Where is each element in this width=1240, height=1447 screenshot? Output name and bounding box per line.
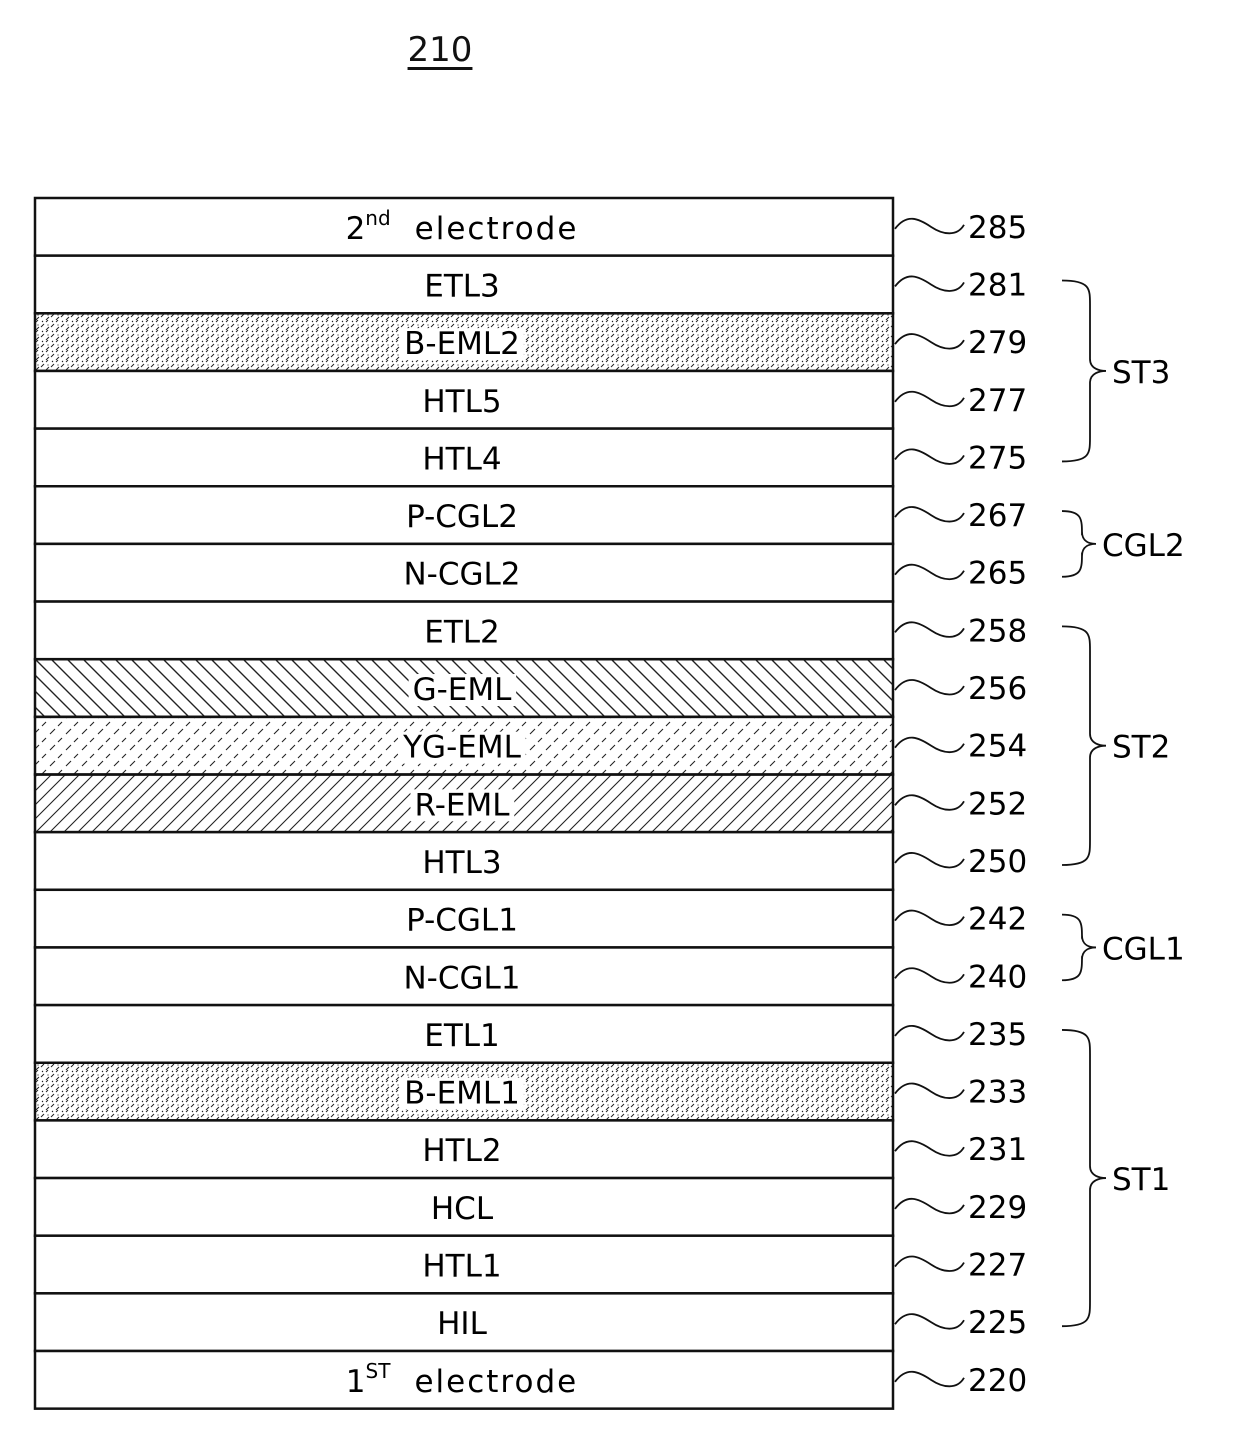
layer-label: N-CGL2 <box>403 557 520 593</box>
ref-number-258: 258 <box>968 613 1027 649</box>
layer-label: B-EML1 <box>404 1076 520 1112</box>
layer-label: HTL4 <box>422 441 501 477</box>
group-label-st2: ST2 <box>1112 730 1170 766</box>
leader-line <box>895 1141 964 1156</box>
layer-label: HIL <box>437 1306 487 1342</box>
ref-number-256: 256 <box>968 671 1027 707</box>
group-label-st1: ST1 <box>1112 1162 1170 1198</box>
ref-number-275: 275 <box>968 440 1027 476</box>
layer-label: ETL1 <box>424 1018 500 1054</box>
leader-line <box>895 968 964 983</box>
leader-line <box>895 1026 964 1041</box>
ref-number-277: 277 <box>968 383 1027 419</box>
ref-number-225: 225 <box>968 1305 1027 1341</box>
brace-st1 <box>1062 1030 1106 1326</box>
layer-label: HTL2 <box>422 1133 501 1169</box>
layer-label: P-CGL1 <box>406 903 518 939</box>
leader-line <box>895 1084 964 1099</box>
leader-line <box>895 276 964 291</box>
leader-line <box>895 911 964 926</box>
ref-number-220: 220 <box>968 1363 1027 1399</box>
ref-number-227: 227 <box>968 1248 1027 1284</box>
ref-number-254: 254 <box>968 729 1027 765</box>
group-label-cgl1: CGL1 <box>1102 931 1185 967</box>
ref-number-229: 229 <box>968 1190 1027 1226</box>
ref-number-250: 250 <box>968 844 1027 880</box>
layer-label: P-CGL2 <box>406 499 518 535</box>
ref-number-267: 267 <box>968 498 1027 534</box>
layer-label: R-EML <box>414 787 510 823</box>
ref-number-235: 235 <box>968 1017 1027 1053</box>
group-label-st3: ST3 <box>1112 355 1170 391</box>
ref-number-233: 233 <box>968 1075 1027 1111</box>
ref-number-281: 281 <box>968 267 1027 303</box>
ref-number-231: 231 <box>968 1132 1027 1168</box>
leader-line <box>895 738 964 753</box>
layer-label: HCL <box>431 1191 494 1227</box>
brace-cgl2 <box>1062 511 1096 577</box>
leader-line <box>895 1372 964 1387</box>
ref-number-240: 240 <box>968 959 1027 995</box>
brace-cgl1 <box>1062 915 1096 981</box>
leader-line <box>895 565 964 580</box>
layer-label: ETL3 <box>424 268 500 304</box>
layer-label: B-EML2 <box>404 326 520 362</box>
leader-line <box>895 1199 964 1214</box>
leader-line <box>895 680 964 695</box>
layer-label: G-EML <box>413 672 513 708</box>
leader-line <box>895 449 964 464</box>
layer-label: HTL3 <box>422 845 501 881</box>
leader-line <box>895 334 964 349</box>
ref-number-252: 252 <box>968 786 1027 822</box>
leader-line <box>895 853 964 868</box>
group-label-cgl2: CGL2 <box>1102 528 1185 564</box>
leader-line <box>895 507 964 522</box>
leader-line <box>895 392 964 407</box>
ref-number-242: 242 <box>968 902 1027 938</box>
ref-number-279: 279 <box>968 325 1027 361</box>
ref-number-265: 265 <box>968 556 1027 592</box>
layer-label: HTL5 <box>422 384 501 420</box>
leader-line <box>895 795 964 810</box>
brace-st3 <box>1062 280 1106 461</box>
leader-line <box>895 1256 964 1271</box>
leader-line <box>895 219 964 234</box>
layer-label: YG-EML <box>402 730 521 766</box>
layer-label: N-CGL1 <box>403 960 520 996</box>
leader-line <box>895 1314 964 1329</box>
layer-label: ETL2 <box>424 614 500 650</box>
brace-st2 <box>1062 626 1106 865</box>
leader-line <box>895 622 964 637</box>
layer-label: HTL1 <box>422 1249 501 1285</box>
ref-number-285: 285 <box>968 210 1027 246</box>
